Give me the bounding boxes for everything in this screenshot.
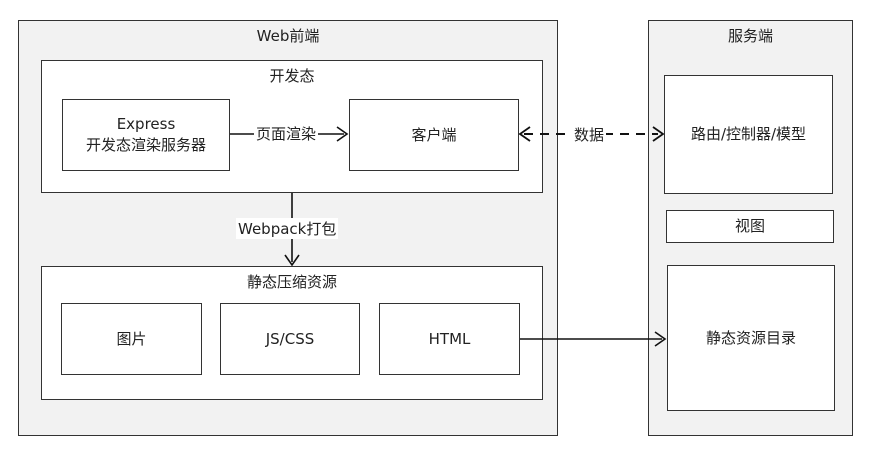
html-label: HTML: [428, 329, 471, 348]
server-title: 服务端: [727, 27, 773, 45]
static-dir-box: 静态资源目录: [667, 265, 835, 411]
client-label: 客户端: [411, 125, 457, 144]
webpack-label: Webpack打包: [236, 218, 339, 239]
render-arrow-head: [336, 126, 349, 142]
static-dir-label: 静态资源目录: [705, 328, 796, 347]
images-box: 图片: [61, 303, 202, 375]
web-frontend-title: Web前端: [256, 27, 320, 45]
jscss-label: JS/CSS: [265, 329, 315, 348]
client-box: 客户端: [349, 99, 519, 171]
data-arrow-head-left: [518, 126, 531, 142]
html-arrow-head: [654, 331, 667, 347]
webpack-arrow-head: [284, 254, 300, 267]
data-arrow-head-right: [652, 126, 665, 142]
static-resources-title: 静态压缩资源: [246, 273, 337, 291]
views-label: 视图: [734, 217, 765, 235]
express-label: Express: [116, 115, 176, 133]
html-box: HTML: [379, 303, 520, 375]
jscss-box: JS/CSS: [220, 303, 360, 375]
render-label: 页面渲染: [254, 123, 319, 144]
images-label: 图片: [116, 329, 147, 348]
views-box: 视图: [666, 210, 834, 243]
express-description: 开发态渲染服务器: [85, 136, 206, 154]
routes-label: 路由/控制器/模型: [690, 125, 807, 143]
dev-state-title: 开发态: [269, 67, 315, 85]
express-server-box: Express 开发态渲染服务器: [62, 99, 230, 171]
routes-box: 路由/控制器/模型: [664, 75, 833, 194]
data-label: 数据: [572, 124, 607, 145]
